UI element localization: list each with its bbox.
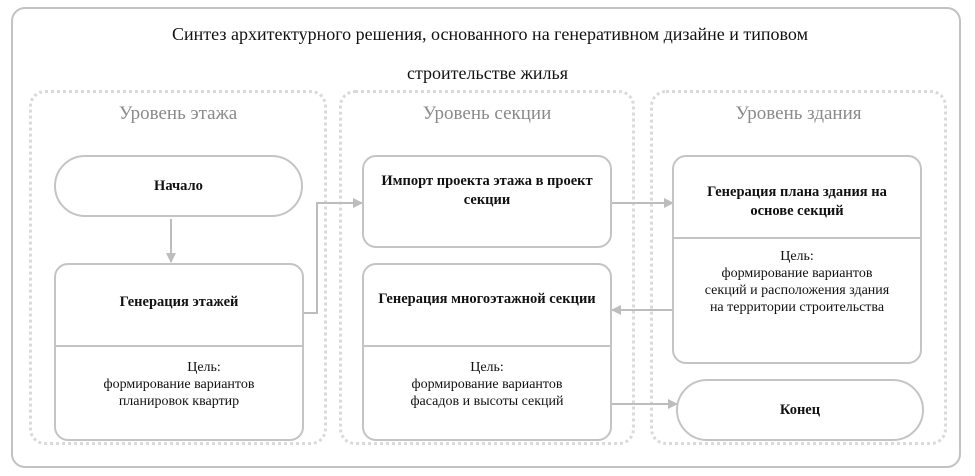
diagram-title-line2: строительстве жилья	[406, 63, 569, 83]
node-multistorey-label: Генерация многоэтажной секции	[378, 291, 596, 307]
lane-title-floor: Уровень этажа	[118, 103, 238, 124]
node-start[interactable]: Начало	[54, 155, 303, 217]
goal-text: формирование вариантов секций и располож…	[704, 266, 890, 315]
node-building-plan[interactable]: Генерация плана здания на основе секций …	[672, 155, 922, 364]
lane-title-section: Уровень секции	[422, 103, 552, 124]
node-import-floor-to-section[interactable]: Импорт проекта этажа в проект секции	[362, 155, 612, 248]
goal-label: Цель:	[470, 360, 504, 375]
node-end-label: Конец	[779, 401, 821, 418]
node-import-label: Импорт проекта этажа в проект секции	[381, 173, 593, 208]
node-divider	[674, 237, 920, 239]
node-divider	[56, 345, 302, 347]
node-floor-generation-label: Генерация этажей	[119, 294, 239, 310]
goal-label: Цель:	[187, 360, 221, 375]
node-end[interactable]: Конец	[676, 379, 924, 441]
lane-section-level	[339, 90, 635, 445]
diagram-frame	[11, 7, 961, 468]
goal-label: Цель:	[780, 249, 814, 264]
lane-floor-level	[29, 90, 327, 445]
lane-title-building: Уровень здания	[735, 103, 862, 124]
node-floor-generation[interactable]: Генерация этажей Цель: формирование вари…	[54, 263, 304, 441]
goal-text: формирование вариантов фасадов и высоты …	[410, 377, 564, 409]
lane-building-level	[650, 90, 947, 445]
node-multistorey-section[interactable]: Генерация многоэтажной секции Цель: форм…	[362, 263, 612, 441]
goal-text: формирование вариантов планировок кварти…	[103, 377, 255, 409]
node-divider	[364, 345, 610, 347]
diagram-title-line1: Синтез архитектурного решения, основанно…	[172, 24, 808, 44]
node-building-plan-label: Генерация плана здания на основе секций	[707, 184, 887, 219]
node-start-label: Начало	[154, 177, 203, 194]
edge-floor-gen-to-import	[304, 198, 363, 314]
